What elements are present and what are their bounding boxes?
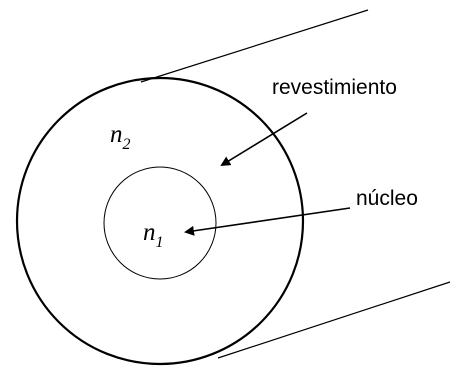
n1-label-subscript: 1 [156,234,164,251]
core-arrow [184,207,351,236]
n1-label: n1 [143,219,164,251]
core-circle [103,166,217,280]
fiber-bottom-edge-line [217,281,451,359]
core-label: núcleo [356,187,418,210]
n2-label: n2 [110,121,131,153]
n2-label-base: n [110,121,123,148]
cladding-arrow [220,112,308,167]
cladding-label: revestimiento [272,76,397,99]
n2-label-subscript: 2 [123,136,131,153]
cladding-circle [15,76,305,366]
n1-label-base: n [143,219,156,246]
fiber-top-edge-line [140,9,369,83]
